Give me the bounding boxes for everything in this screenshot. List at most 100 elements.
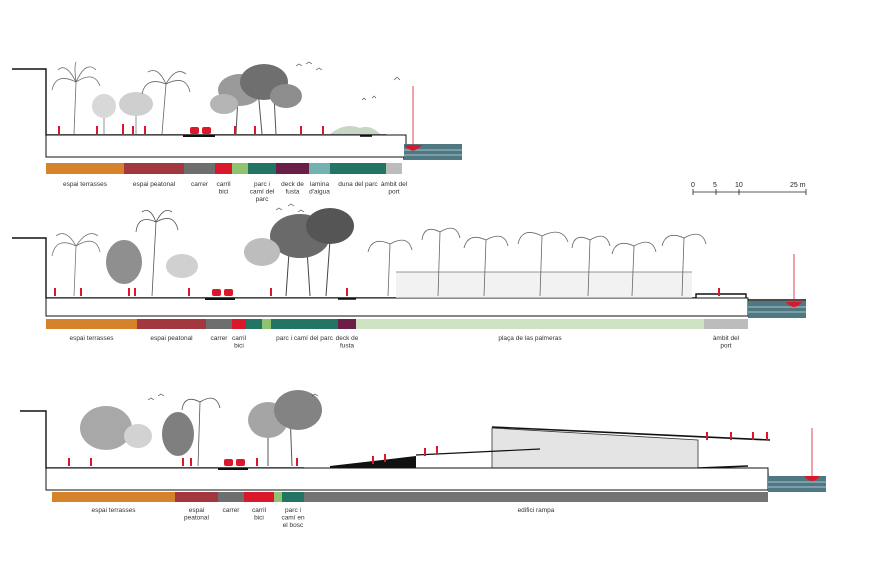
- zone-edifici-rampa: [304, 492, 768, 502]
- tree-round: [119, 92, 153, 134]
- people-figures: [68, 432, 768, 466]
- zone-label: espai terrasses: [69, 335, 114, 342]
- ground-block: [45, 134, 407, 158]
- tree-round: [124, 424, 152, 448]
- zone-espai-peatonal: [137, 319, 206, 329]
- tree-pine-cluster: [244, 208, 354, 297]
- zone-espai-peatonal: [175, 492, 218, 502]
- zone-espai-terrasses: [46, 163, 124, 174]
- zone-parc-i-cam-en-el-bosc: [282, 492, 304, 502]
- tree-palm-row: [367, 227, 707, 297]
- zone-label: espai peatonal: [133, 181, 176, 188]
- zone-strip: [246, 319, 262, 329]
- zone-carrer: [184, 163, 215, 174]
- scale-tick-5: 5: [713, 182, 717, 189]
- ground-block: [45, 297, 749, 317]
- zone-carril-bici: [215, 163, 232, 174]
- zone-lamina-d-aigua: [309, 163, 330, 174]
- zone-label: parc i camí del parc: [276, 335, 333, 342]
- boat-icon: [804, 476, 820, 481]
- tree-palm: [51, 233, 101, 297]
- tree-palm: [141, 70, 191, 135]
- zone-strip: [232, 163, 248, 174]
- zone-strip: [262, 319, 271, 329]
- tree-palm: [51, 61, 101, 135]
- zone-label: espai terrasses: [91, 507, 136, 514]
- zone-espai-peatonal: [124, 163, 184, 174]
- zone-duna-del-parc: [330, 163, 386, 174]
- zone-labels: espai terrasses espai peatonal carrer carri…: [63, 181, 408, 203]
- scale-tick-25: 25 m: [790, 182, 806, 189]
- tree-pine-cluster: [248, 390, 322, 467]
- bird-icons: [147, 393, 319, 401]
- zone-bar: [46, 163, 402, 174]
- car-icons: [212, 289, 233, 296]
- tree-palm: [135, 209, 179, 297]
- zone-label: carrer: [191, 181, 209, 188]
- ground-block: [45, 467, 769, 491]
- zone-parc-i-cam-del-parc: [271, 319, 338, 329]
- zone-parc-i-cam-del-parc: [248, 163, 276, 174]
- zone-espai-terrasses: [52, 492, 175, 502]
- tree-round: [80, 406, 132, 450]
- zone-label: carrer: [211, 335, 229, 342]
- zone-deck-de-fusta: [276, 163, 309, 174]
- zone-carrer: [218, 492, 244, 502]
- scale-bar: 0 5 10 25 m: [691, 182, 807, 195]
- zone-pla-a-de-las-palmeras: [356, 319, 704, 329]
- scale-tick-10: 10: [735, 182, 743, 189]
- zone-label: espai terrasses: [63, 181, 108, 188]
- dune-grass: [330, 126, 380, 134]
- tree-pine-cluster: [210, 64, 302, 135]
- boat-icon: [404, 145, 422, 151]
- zone-label: plaça de las palmeras: [498, 335, 562, 342]
- people-figures: [54, 288, 720, 296]
- zone-strip: [274, 492, 282, 502]
- boat-icon: [786, 302, 802, 307]
- zone-deck-de-fusta: [338, 319, 356, 329]
- tree-palm: [181, 397, 221, 467]
- people-figures: [58, 124, 324, 134]
- tree-small: [92, 94, 116, 134]
- zone--mbit-del-port: [704, 319, 748, 329]
- rampa-building: [491, 427, 699, 469]
- section-1: espai terrasses espai peatonal carrer carri…: [12, 61, 462, 203]
- car-icons: [190, 127, 211, 134]
- zone-espai-terrasses: [46, 319, 137, 329]
- bird-icons: [275, 203, 305, 213]
- tree-conifer: [162, 412, 194, 456]
- zone-carrer: [206, 319, 232, 329]
- zone--mbit-del-port: [386, 163, 402, 174]
- car-icons: [224, 459, 245, 466]
- scale-tick-0: 0: [691, 182, 695, 189]
- pergola: [396, 272, 692, 298]
- tree-conifer: [106, 240, 142, 284]
- zone-label: espai peatonal: [150, 335, 193, 342]
- zone-carril-bici: [244, 492, 274, 502]
- tree-round: [166, 254, 198, 278]
- zone-bar: [52, 492, 768, 502]
- zone-label: duna del parc: [338, 181, 378, 188]
- rampa-top: [491, 426, 771, 441]
- zone-label: carrer: [223, 507, 241, 514]
- zone-bar: [46, 319, 748, 329]
- zone-label: edifici rampa: [518, 507, 555, 514]
- zone-carril-bici: [232, 319, 246, 329]
- bird-icons: [295, 61, 401, 101]
